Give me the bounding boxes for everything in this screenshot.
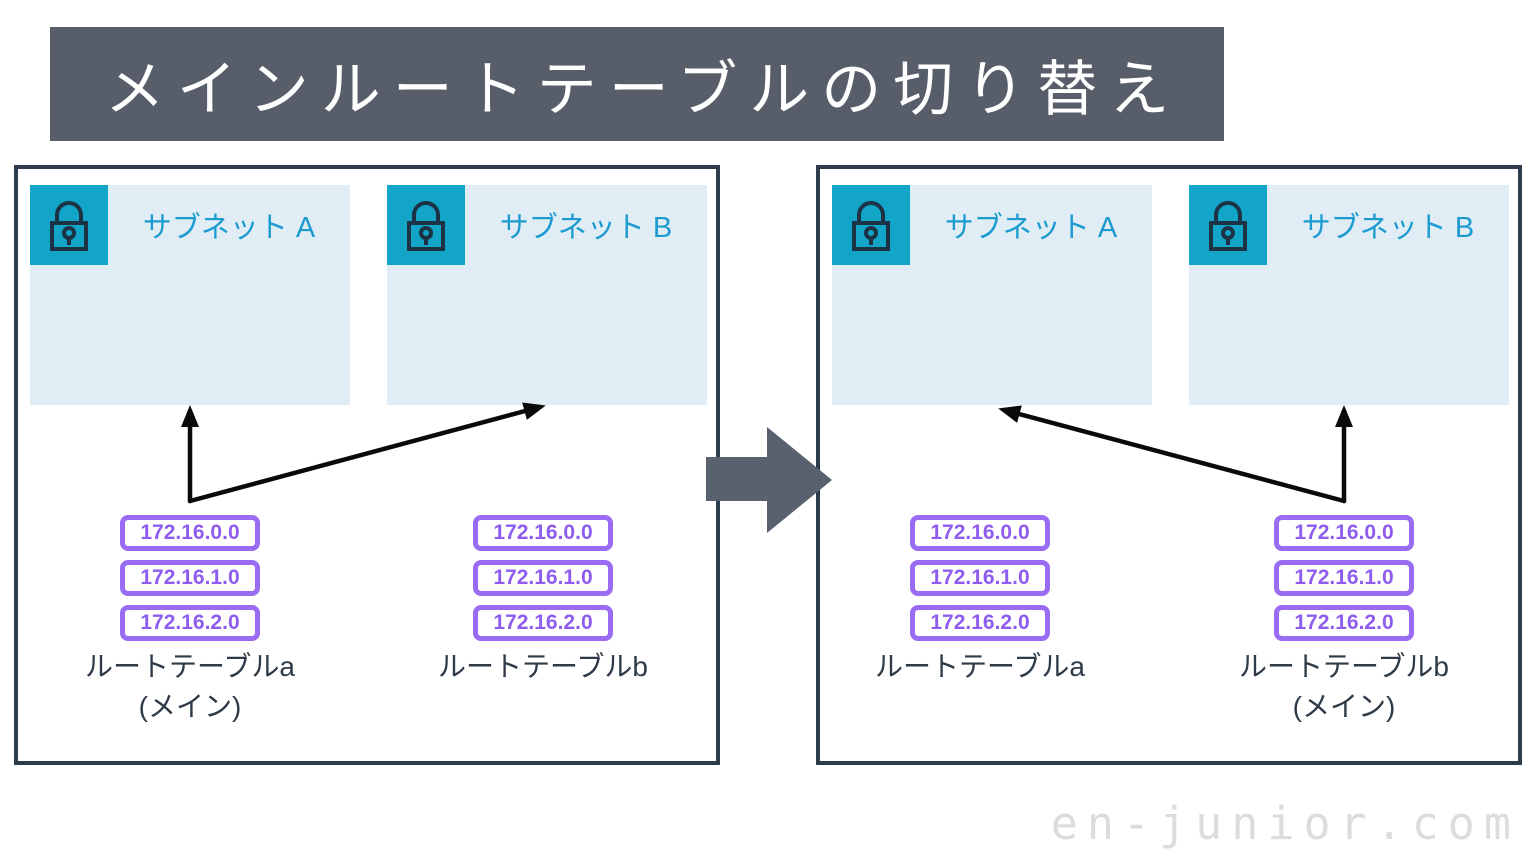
route-table-b-entries: 172.16.0.0 172.16.1.0 172.16.2.0 [1274,515,1414,641]
route-entry: 172.16.1.0 [910,560,1050,596]
lock-icon [50,201,88,251]
route-table-b-role: (メイン) [1292,691,1396,722]
subnet-a-label: サブネット A [944,212,1118,244]
route-entry: 172.16.2.0 [1274,605,1414,641]
route-entry: 172.16.1.0 [473,560,613,596]
route-entry: 172.16.2.0 [473,605,613,641]
route-entry: 172.16.0.0 [120,515,260,551]
route-entry: 172.16.1.0 [120,560,260,596]
route-table-b-name: ルートテーブルb [438,651,648,682]
route-table-a-name: ルートテーブルa [875,651,1085,682]
route-table-b-caption: ルートテーブルb (メイン) [1194,647,1494,727]
route-table-b-entries: 172.16.0.0 172.16.1.0 172.16.2.0 [473,515,613,641]
subnet-box-a: サブネット A [30,185,350,405]
transition-arrow-icon [706,427,832,533]
private-subnet-icon-frame [1189,185,1267,265]
route-table-a-entries: 172.16.0.0 172.16.1.0 172.16.2.0 [120,515,260,641]
route-table-a-caption: ルートテーブルa [830,647,1130,687]
subnet-box-b: サブネット B [1189,185,1509,405]
route-entry: 172.16.2.0 [120,605,260,641]
lock-icon [852,201,890,251]
diagram-panel-after: サブネット A サブネット B 172.16.0.0 172.16.1.0 17… [816,165,1522,765]
route-table-b-caption: ルートテーブルb [393,647,693,687]
private-subnet-icon-frame [832,185,910,265]
route-table-a-entries: 172.16.0.0 172.16.1.0 172.16.2.0 [910,515,1050,641]
subnet-box-b: サブネット B [387,185,707,405]
watermark: en-junior.com [1050,797,1520,850]
route-table-a-caption: ルートテーブルa (メイン) [40,647,340,727]
page-title: メインルートテーブルの切り替え [104,55,1182,123]
route-entry: 172.16.0.0 [473,515,613,551]
subnet-box-a: サブネット A [832,185,1152,405]
diagram-panel-before: サブネット A サブネット B 172.16.0.0 172.16.1.0 17… [14,165,720,765]
private-subnet-icon-frame [30,185,108,265]
route-entry: 172.16.1.0 [1274,560,1414,596]
route-entry: 172.16.0.0 [1274,515,1414,551]
lock-icon [407,201,445,251]
subnet-a-label: サブネット A [142,212,316,244]
route-entry: 172.16.0.0 [910,515,1050,551]
subnet-b-label: サブネット B [1301,212,1475,244]
subnet-b-label: サブネット B [499,212,673,244]
route-table-a-name: ルートテーブルa [85,651,295,682]
private-subnet-icon-frame [387,185,465,265]
route-table-b-name: ルートテーブルb [1239,651,1449,682]
route-table-a-role: (メイン) [138,691,242,722]
route-entry: 172.16.2.0 [910,605,1050,641]
title-bar: メインルートテーブルの切り替え [50,27,1224,141]
lock-icon [1209,201,1247,251]
